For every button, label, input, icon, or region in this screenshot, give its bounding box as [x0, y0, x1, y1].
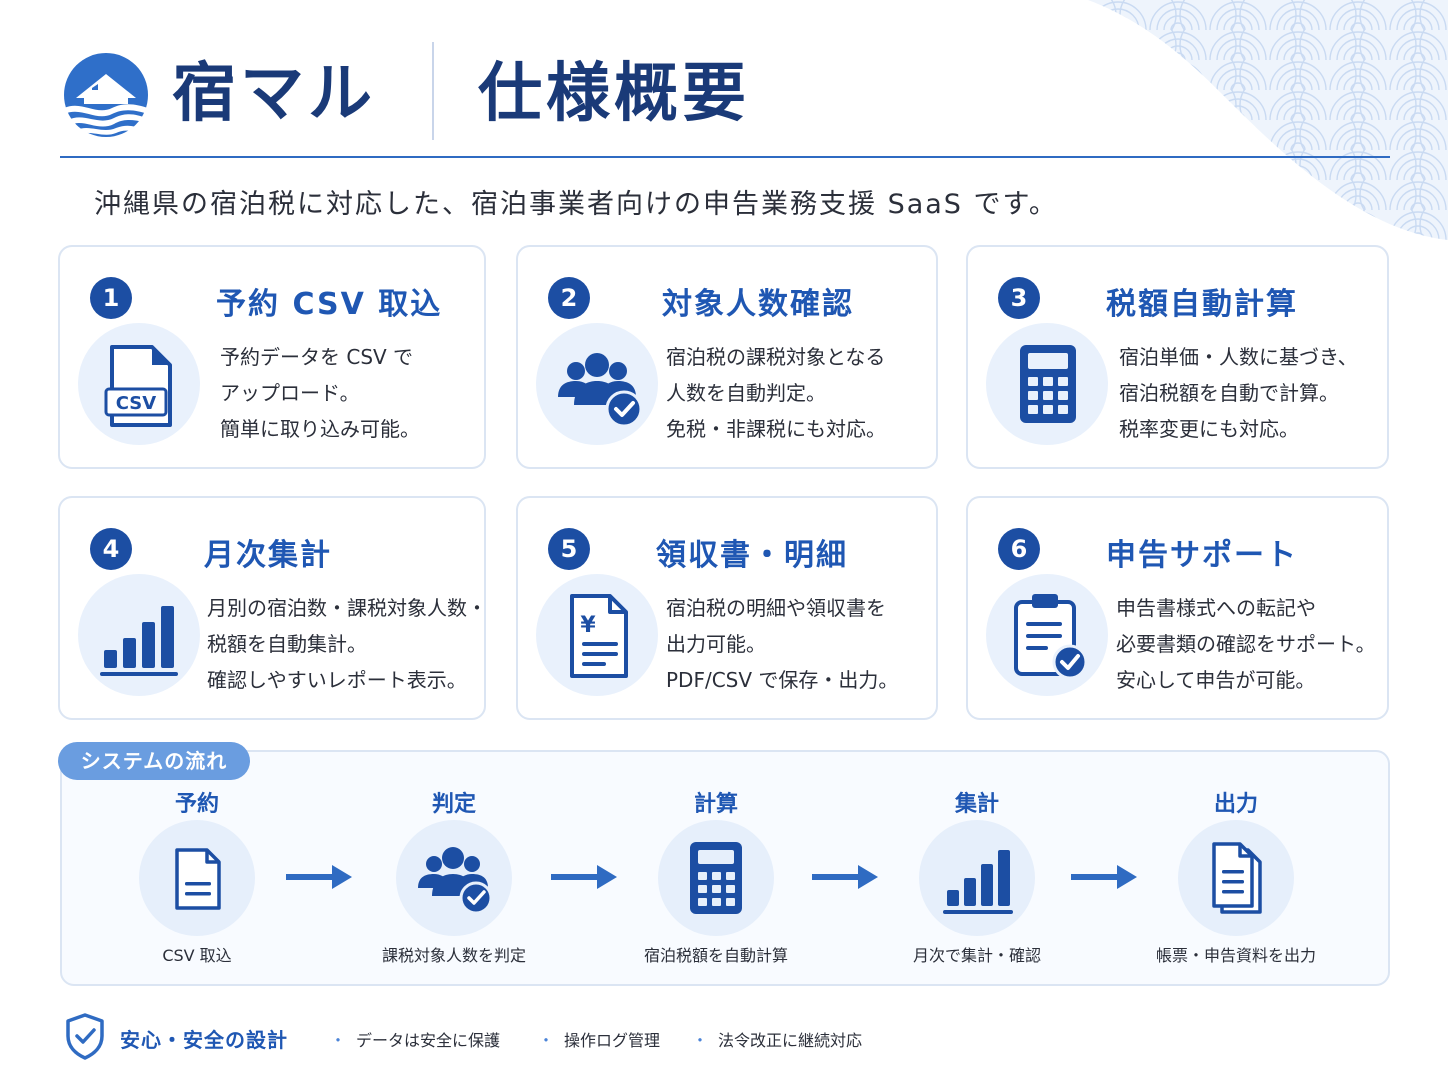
bullet-dot: ・: [330, 1031, 347, 1050]
arrow-right-icon: [286, 865, 352, 889]
footer-title: 安心・安全の設計: [120, 1028, 288, 1052]
flow-step-calculation: 計算 宿泊税額を自動計算: [643, 792, 788, 965]
flow-step-aggregation: 集計 月次で集計・確認: [912, 792, 1041, 965]
feature-card-csv-import: 1 予約 CSV 取込 CSV 予約データを CSV で アップロード。 簡単に…: [58, 245, 486, 469]
flow-step-reservation: 予約 CSV 取込: [97, 786, 297, 976]
feature-title: 予約 CSV 取込: [216, 287, 443, 322]
document-icon: [139, 820, 255, 936]
feature-title: 申告サポート: [1106, 538, 1298, 573]
brand-name: 宿マル: [172, 57, 376, 131]
yen-receipt-icon: ¥: [536, 574, 658, 696]
feature-title: 領収書・明細: [656, 538, 848, 573]
arrow-right-icon: [812, 865, 878, 889]
svg-text:CSV: CSV: [116, 393, 157, 414]
arrow-right-icon: [1071, 865, 1137, 889]
shield-check-icon: [66, 1013, 104, 1060]
bar-chart-icon: [78, 574, 200, 696]
feature-description: 宿泊単価・人数に基づき、 宿泊税額を自動で計算。 税率変更にも対応。: [1119, 345, 1358, 441]
house-wave-logo-icon: [62, 50, 150, 140]
feature-card-headcount: 2 対象人数確認 宿泊税の課税対象となる 人数を自動判定。 免税・非課税にも対応…: [516, 245, 938, 469]
feature-card-receipt: 5 領収書・明細 ¥ 宿泊税の明細や領収書を 出力可能。 PDF/CSV で保存…: [516, 496, 938, 720]
calculator-icon: [658, 820, 774, 936]
bullet-dot: ・: [692, 1031, 709, 1050]
feature-description: 申告書様式への転記や 必要書類の確認をサポート。 安心して申告が可能。: [1116, 596, 1376, 692]
page-subtitle: 沖縄県の宿泊税に対応した、宿泊事業者向けの申告業務支援 SaaS です。: [94, 189, 1058, 220]
people-check-icon: [536, 323, 658, 445]
step-number-badge: 1: [90, 277, 132, 319]
flow-step-output: 出力 帳票・申告資料を出力: [1155, 792, 1316, 965]
documents-icon: [1178, 820, 1294, 936]
feature-title: 税額自動計算: [1106, 287, 1298, 322]
step-number-badge: 3: [998, 277, 1040, 319]
feature-card-filing-support: 6 申告サポート 申告書様式への転記や 必要書類の確認をサポート。 安心して申告…: [966, 496, 1389, 720]
feature-title: 月次集計: [204, 538, 332, 573]
step-number-badge: 5: [548, 528, 590, 570]
step-number-badge: 4: [90, 528, 132, 570]
feature-card-monthly-summary: 4 月次集計 月別の宿泊数・課税対象人数・ 税額を自動集計。 確認しやすいレポー…: [58, 496, 487, 720]
footer-point: ・データは安全に保護: [330, 1031, 501, 1050]
arrow-right-icon: [551, 865, 617, 889]
feature-description: 予約データを CSV で アップロード。 簡単に取り込み可能。: [220, 345, 420, 441]
feature-description: 宿泊税の課税対象となる 人数を自動判定。 免税・非課税にも対応。: [666, 345, 886, 441]
step-number-badge: 2: [548, 277, 590, 319]
page-header: 宿マル 仕様概要: [60, 40, 1390, 158]
system-flow-label: システムの流れ: [58, 742, 250, 780]
csv-file-icon: CSV: [78, 323, 200, 445]
header-divider: [432, 42, 434, 140]
calculator-icon: [986, 323, 1108, 445]
svg-text:¥: ¥: [580, 613, 596, 638]
feature-card-tax-calc: 3 税額自動計算 宿泊単価・人数に基づき、 宿泊税額を自動で計算。 税率変更にも…: [966, 245, 1389, 469]
page-title: 仕様概要: [478, 57, 750, 131]
flow-step-judgement: 判定 課税対象人数を判定: [381, 792, 526, 965]
people-check-icon: [396, 820, 512, 936]
feature-description: 宿泊税の明細や領収書を 出力可能。 PDF/CSV で保存・出力。: [666, 596, 899, 692]
footer-point: ・法令改正に継続対応: [692, 1031, 863, 1050]
step-number-badge: 6: [998, 528, 1040, 570]
bar-chart-icon: [919, 820, 1035, 936]
security-footer: 安心・安全の設計 ・データは安全に保護 ・操作ログ管理 ・法令改正に継続対応: [62, 1010, 1062, 1064]
footer-point: ・操作ログ管理: [538, 1031, 661, 1050]
wave-pattern-decoration: [1028, 0, 1448, 250]
bullet-dot: ・: [538, 1031, 555, 1050]
clipboard-check-icon: [986, 574, 1108, 696]
feature-title: 対象人数確認: [662, 287, 854, 322]
feature-description: 月別の宿泊数・課税対象人数・ 税額を自動集計。 確認しやすいレポート表示。: [207, 596, 487, 692]
